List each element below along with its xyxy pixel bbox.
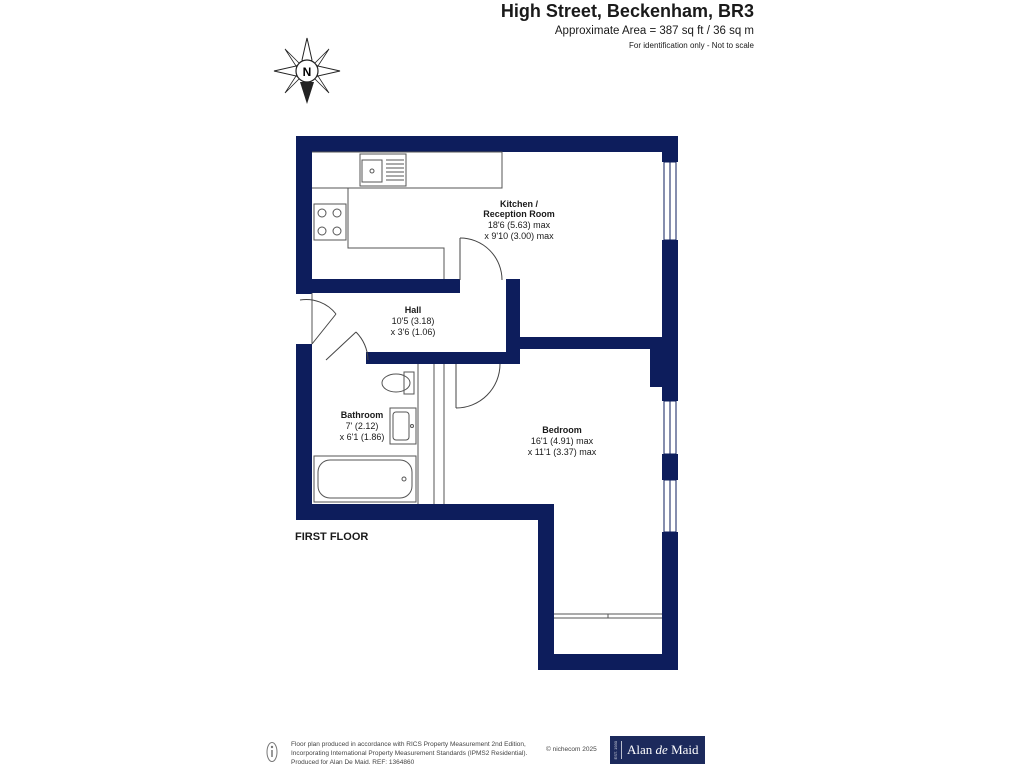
sink-icon xyxy=(359,153,407,187)
room-label-kitchen: Kitchen / Reception Room 18'6 (5.63) max… xyxy=(483,199,555,241)
hall-dim-1: 10'5 (3.18) xyxy=(392,316,435,326)
hall-dim-2: x 3'6 (1.06) xyxy=(391,327,436,337)
property-title: High Street, Beckenham, BR3 xyxy=(500,1,754,21)
bathroom-dim-1: 7' (2.12) xyxy=(346,421,379,431)
room-label-bathroom: Bathroom 7' (2.12) x 6'1 (1.86) xyxy=(340,410,385,442)
bedroom-dim-2: x 11'1 (3.37) max xyxy=(528,447,597,457)
info-icon xyxy=(266,742,278,762)
approximate-area: Approximate Area = 387 sq ft / 36 sq m xyxy=(554,25,754,37)
footer-line-2: Incorporating International Property Mea… xyxy=(291,750,528,757)
footer-disclaimer: Floor plan produced in accordance with R… xyxy=(291,740,551,767)
floor-label: FIRST FLOOR xyxy=(295,531,368,543)
kitchen-name-2: Reception Room xyxy=(483,209,555,219)
footer-line-1: Floor plan produced in accordance with R… xyxy=(291,741,526,748)
kitchen-dim-2: x 9'10 (3.00) max xyxy=(484,231,554,241)
logo-name-part-3: Maid xyxy=(667,742,699,757)
agent-logo: EST. 1930 Alan de Maid xyxy=(610,736,705,764)
compass-north-label: N xyxy=(303,65,312,79)
compass-icon: N xyxy=(273,37,341,104)
kitchen-name-1: Kitchen / xyxy=(500,199,539,209)
basin-icon xyxy=(389,407,417,445)
hall-name: Hall xyxy=(405,305,422,315)
bathroom-name: Bathroom xyxy=(341,410,384,420)
kitchen-dim-1: 18'6 (5.63) max xyxy=(488,220,551,230)
hob-icon xyxy=(313,203,347,241)
room-label-hall: Hall 10'5 (3.18) x 3'6 (1.06) xyxy=(391,305,436,337)
logo-name: Alan de Maid xyxy=(627,742,699,758)
header: High Street, Beckenham, BR3 Approximate … xyxy=(354,0,754,50)
copyright: © nichecom 2025 xyxy=(546,746,597,753)
windows xyxy=(663,161,677,533)
bathroom-dim-2: x 6'1 (1.86) xyxy=(340,432,385,442)
scale-note: For identification only - Not to scale xyxy=(629,41,754,50)
logo-est: EST. 1930 xyxy=(613,740,618,760)
footer-line-3: Produced for Alan De Maid. REF: 1364860 xyxy=(291,759,415,766)
logo-divider xyxy=(621,741,622,759)
bedroom-name: Bedroom xyxy=(542,425,582,435)
toilet-icon xyxy=(381,371,415,395)
walls xyxy=(296,136,678,670)
room-label-bedroom: Bedroom 16'1 (4.91) max x 11'1 (3.37) ma… xyxy=(528,425,597,457)
logo-name-part-2: de xyxy=(655,742,668,757)
bathtub-icon xyxy=(313,455,417,503)
logo-name-part-1: Alan xyxy=(627,742,656,757)
bedroom-dim-1: 16'1 (4.91) max xyxy=(531,436,594,446)
interior-lines xyxy=(311,151,662,619)
doors xyxy=(299,237,503,409)
